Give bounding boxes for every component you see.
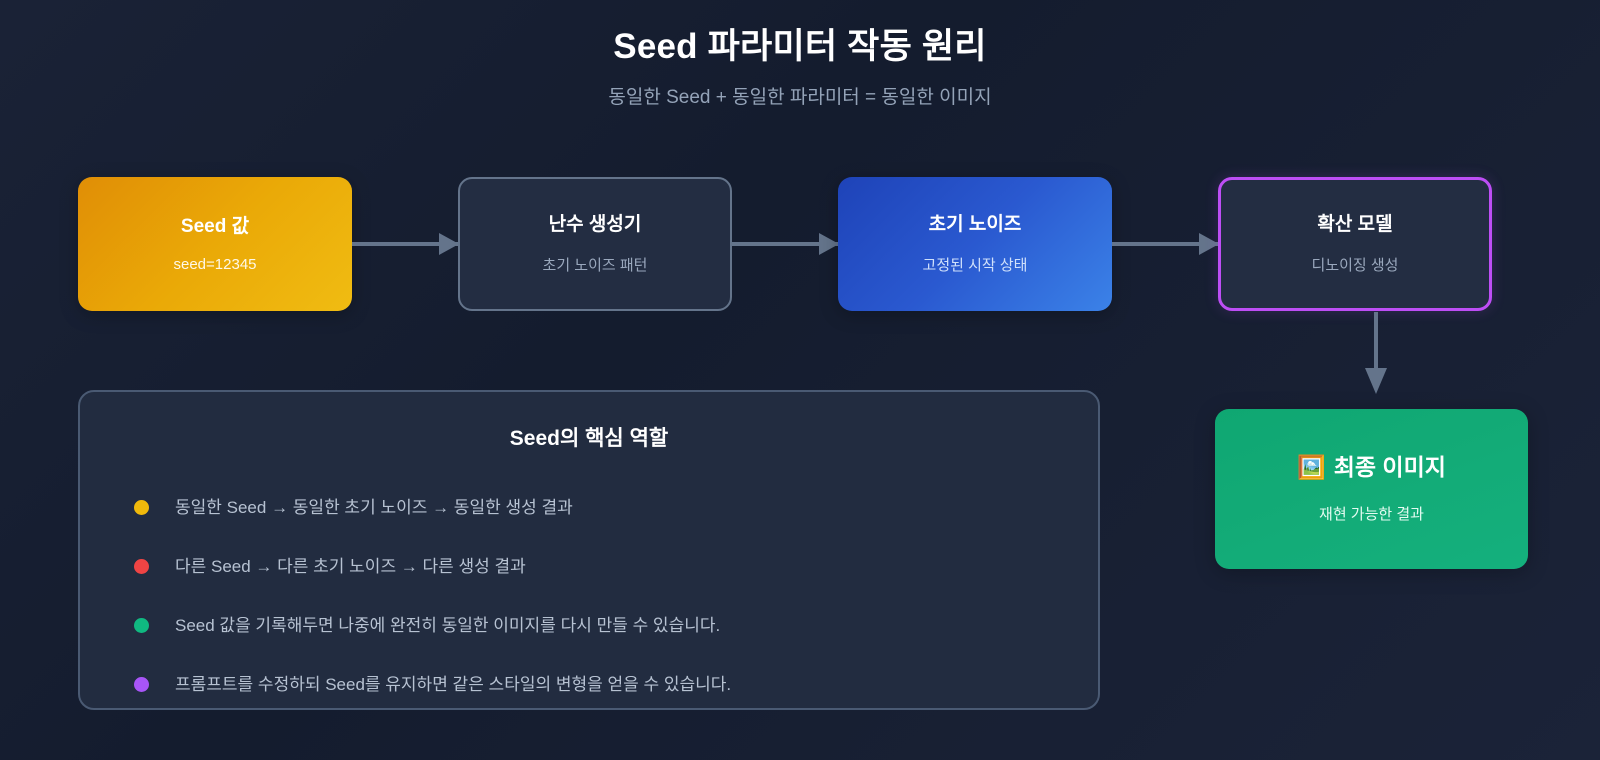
list-item-label: 다른 Seed → 다른 초기 노이즈 → 다른 생성 결과 bbox=[175, 556, 526, 576]
bullet-dot-icon bbox=[134, 618, 149, 633]
seed-roles-list: 동일한 Seed → 동일한 초기 노이즈 → 동일한 생성 결과 다른 See… bbox=[126, 478, 1052, 714]
flow-node-subtitle: 고정된 시작 상태 bbox=[922, 257, 1028, 275]
arrow-shaft bbox=[1112, 242, 1218, 246]
flow-node-subtitle: 초기 노이즈 패턴 bbox=[542, 257, 648, 275]
flow-node-title: 확산 모델 bbox=[1317, 213, 1393, 235]
list-item: 동일한 Seed → 동일한 초기 노이즈 → 동일한 생성 결과 bbox=[134, 478, 1052, 537]
list-item-label: 동일한 Seed → 동일한 초기 노이즈 → 동일한 생성 결과 bbox=[175, 497, 573, 517]
framed-picture-icon: 🖼️ bbox=[1297, 454, 1326, 480]
list-item: Seed 값을 기록해두면 나중에 완전히 동일한 이미지를 다시 만들 수 있… bbox=[134, 596, 1052, 655]
flow-node-diffusion-model: 확산 모델 디노이징 생성 bbox=[1218, 177, 1492, 311]
arrow-seed-to-rng bbox=[352, 233, 459, 255]
bullet-dot-icon bbox=[134, 559, 149, 574]
seed-roles-card: Seed의 핵심 역할 동일한 Seed → 동일한 초기 노이즈 → 동일한 … bbox=[78, 390, 1100, 710]
final-image-title-row: 🖼️ 최종 이미지 bbox=[1297, 454, 1446, 482]
pipeline-flow: Seed 값 seed=12345 난수 생성기 초기 노이즈 패턴 초기 노이… bbox=[78, 177, 1492, 311]
seed-roles-card-title: Seed의 핵심 역할 bbox=[509, 427, 669, 450]
arrow-noise-to-diffusion bbox=[1112, 233, 1219, 255]
bullet-dot-icon bbox=[134, 500, 149, 515]
flow-node-subtitle: 디노이징 생성 bbox=[1311, 257, 1399, 275]
arrow-head-right-icon bbox=[819, 233, 839, 255]
arrow-head-right-icon bbox=[439, 233, 459, 255]
list-item: 다른 Seed → 다른 초기 노이즈 → 다른 생성 결과 bbox=[134, 537, 1052, 596]
arrow-head-right-icon bbox=[1199, 233, 1219, 255]
list-item-label: 프롬프트를 수정하되 Seed를 유지하면 같은 스타일의 변형을 얻을 수 있… bbox=[175, 674, 732, 694]
arrow-head-down-icon bbox=[1365, 368, 1387, 394]
flow-node-title: 난수 생성기 bbox=[548, 213, 642, 235]
arrow-rng-to-noise bbox=[732, 233, 839, 255]
arrow-diffusion-to-final bbox=[1365, 312, 1387, 394]
page-header: Seed 파라미터 작동 원리 동일한 Seed + 동일한 파라미터 = 동일… bbox=[0, 0, 1600, 109]
arrow-shaft bbox=[1374, 312, 1378, 372]
list-item-label: Seed 값을 기록해두면 나중에 완전히 동일한 이미지를 다시 만들 수 있… bbox=[175, 615, 721, 635]
flow-node-final-image: 🖼️ 최종 이미지 재현 가능한 결과 bbox=[1215, 409, 1528, 569]
flow-node-title: Seed 값 bbox=[180, 215, 250, 237]
bullet-dot-icon bbox=[134, 677, 149, 692]
final-image-subtitle: 재현 가능한 결과 bbox=[1319, 506, 1424, 524]
page-subtitle: 동일한 Seed + 동일한 파라미터 = 동일한 이미지 bbox=[608, 87, 992, 108]
flow-node-title: 초기 노이즈 bbox=[928, 213, 1022, 235]
arrow-shaft bbox=[732, 242, 838, 246]
list-item: 프롬프트를 수정하되 Seed를 유지하면 같은 스타일의 변형을 얻을 수 있… bbox=[134, 655, 1052, 714]
arrow-shaft bbox=[352, 242, 458, 246]
final-image-title: 최종 이미지 bbox=[1333, 453, 1446, 480]
flow-node-seed-value: Seed 값 seed=12345 bbox=[78, 177, 352, 311]
flow-node-random-generator: 난수 생성기 초기 노이즈 패턴 bbox=[458, 177, 732, 311]
page-title: Seed 파라미터 작동 원리 bbox=[613, 27, 987, 66]
flow-node-subtitle: seed=12345 bbox=[173, 256, 257, 274]
flow-node-initial-noise: 초기 노이즈 고정된 시작 상태 bbox=[838, 177, 1112, 311]
